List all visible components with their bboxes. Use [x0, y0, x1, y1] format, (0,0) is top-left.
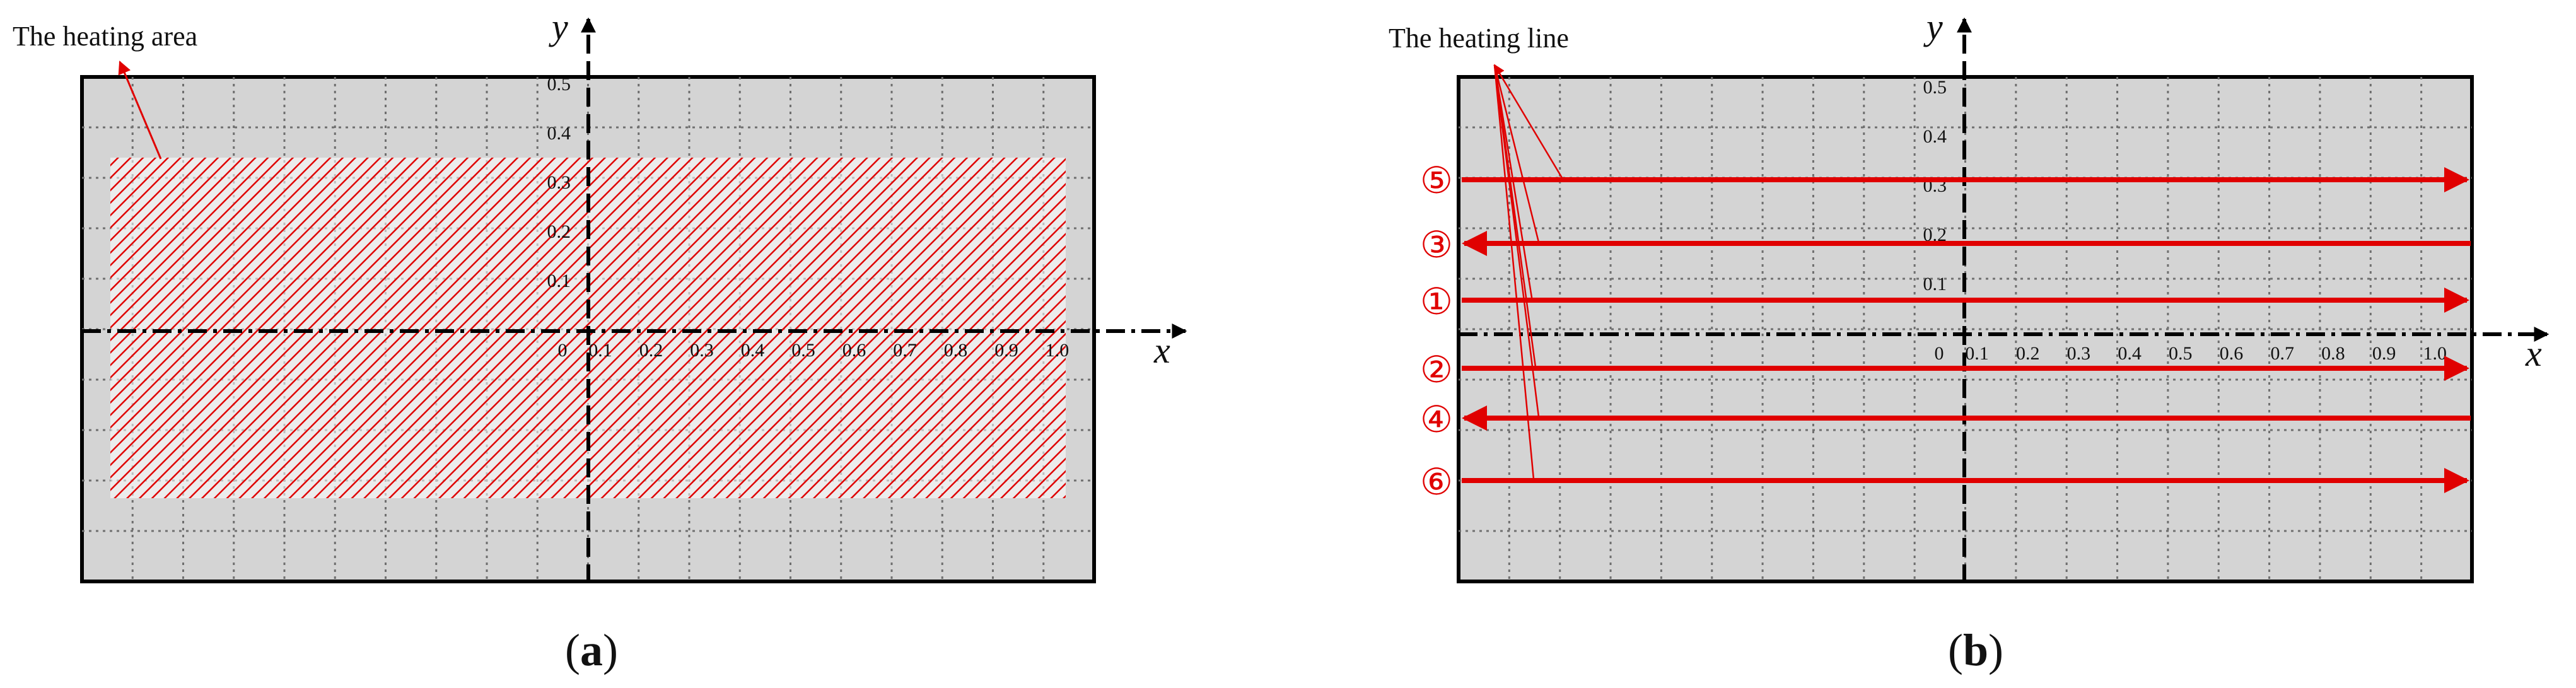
- x-tick-label: 0.2: [2016, 343, 2040, 364]
- caption-b: (b): [1948, 625, 2003, 675]
- x-tick-label: 0.5: [2169, 343, 2193, 364]
- y-tick-label: 0.2: [547, 221, 571, 242]
- x-tick-label: 0.7: [893, 340, 917, 361]
- leader-to-line-5: [1493, 64, 1565, 182]
- leader-to-line-1: [1493, 64, 1534, 302]
- x-tick-label: 0.5: [791, 340, 815, 361]
- x-tick-label: 0.3: [2067, 343, 2091, 364]
- heating-area-leader: [118, 61, 162, 160]
- x-tick-label: 0.8: [2321, 343, 2345, 364]
- heating-line-label-4: ④: [1420, 398, 1453, 441]
- x-tick-label: 0.1: [1965, 343, 1989, 364]
- x-tick-label: 0: [558, 340, 568, 361]
- heating-area-annotation: The heating area: [13, 21, 197, 52]
- panel-a-y-axis-name: y: [549, 6, 568, 47]
- caption-a: (a): [565, 625, 618, 675]
- caption-b-close: ): [1988, 625, 2003, 675]
- heating-line-label-5: ⑤: [1420, 159, 1453, 202]
- x-tick-label: 0.8: [944, 340, 968, 361]
- heating-line-label-1: ①: [1420, 280, 1453, 323]
- x-tick-label: 0: [1935, 343, 1944, 364]
- y-tick-label: 0.4: [1923, 126, 1947, 147]
- heating-line-label-3: ③: [1420, 223, 1453, 266]
- caption-a-close: ): [603, 625, 618, 675]
- heating-line-leaders: [1493, 64, 1565, 480]
- caption-a-open: (: [565, 625, 580, 675]
- panel-a-x-axis-name: x: [1153, 330, 1170, 371]
- y-tick-label: 0.5: [547, 74, 571, 95]
- heating-line-label-2: ②: [1420, 348, 1453, 391]
- x-tick-label: 0.4: [741, 340, 765, 361]
- x-tick-label: 0.9: [994, 340, 1018, 361]
- y-tick-label: 0.3: [547, 172, 571, 193]
- caption-b-letter: b: [1963, 625, 1988, 675]
- y-tick-label: 0.1: [1923, 274, 1947, 294]
- y-tick-label: 0.4: [547, 123, 571, 144]
- x-tick-label: 0.1: [588, 340, 612, 361]
- heating-line-label-6: ⑥: [1420, 460, 1453, 503]
- leader-to-line-6: [1493, 64, 1535, 480]
- y-tick-label: 0.1: [547, 271, 571, 291]
- panel-b-x-axis-name: x: [2525, 333, 2542, 374]
- panel-a-x-ticks: 0 0.1 0.2 0.3 0.4 0.5 0.6 0.7 0.8 0.9 1.0: [558, 340, 1069, 361]
- x-tick-label: 0.9: [2372, 343, 2396, 364]
- heating-line-annotation: The heating line: [1389, 23, 1569, 54]
- x-tick-label: 1.0: [1046, 340, 1069, 361]
- panel-b: 0 0.1 0.2 0.3 0.4 0.5 0.6 0.7 0.8 0.9 1.0 0.1 0.2 0.…: [1389, 6, 2550, 675]
- x-tick-label: 0.2: [639, 340, 663, 361]
- y-tick-label: 0.5: [1923, 77, 1947, 98]
- x-tick-label: 0.6: [2220, 343, 2244, 364]
- panel-b-x-ticks: 0 0.1 0.2 0.3 0.4 0.5 0.6 0.7 0.8 0.9 1.0: [1935, 343, 2447, 364]
- panel-a-y-ticks: 0.1 0.2 0.3 0.4 0.5: [547, 74, 571, 291]
- x-tick-label: 0.4: [2118, 343, 2142, 364]
- leader-to-line-4: [1493, 64, 1540, 417]
- x-tick-label: 0.6: [842, 340, 866, 361]
- caption-a-letter: a: [580, 625, 603, 675]
- x-tick-label: 0.3: [690, 340, 714, 361]
- caption-b-open: (: [1948, 625, 1963, 675]
- x-tick-label: 1.0: [2423, 343, 2447, 364]
- panel-b-y-axis-name: y: [1923, 6, 1943, 47]
- leader-to-line-3: [1493, 64, 1540, 243]
- x-tick-label: 0.7: [2270, 343, 2294, 364]
